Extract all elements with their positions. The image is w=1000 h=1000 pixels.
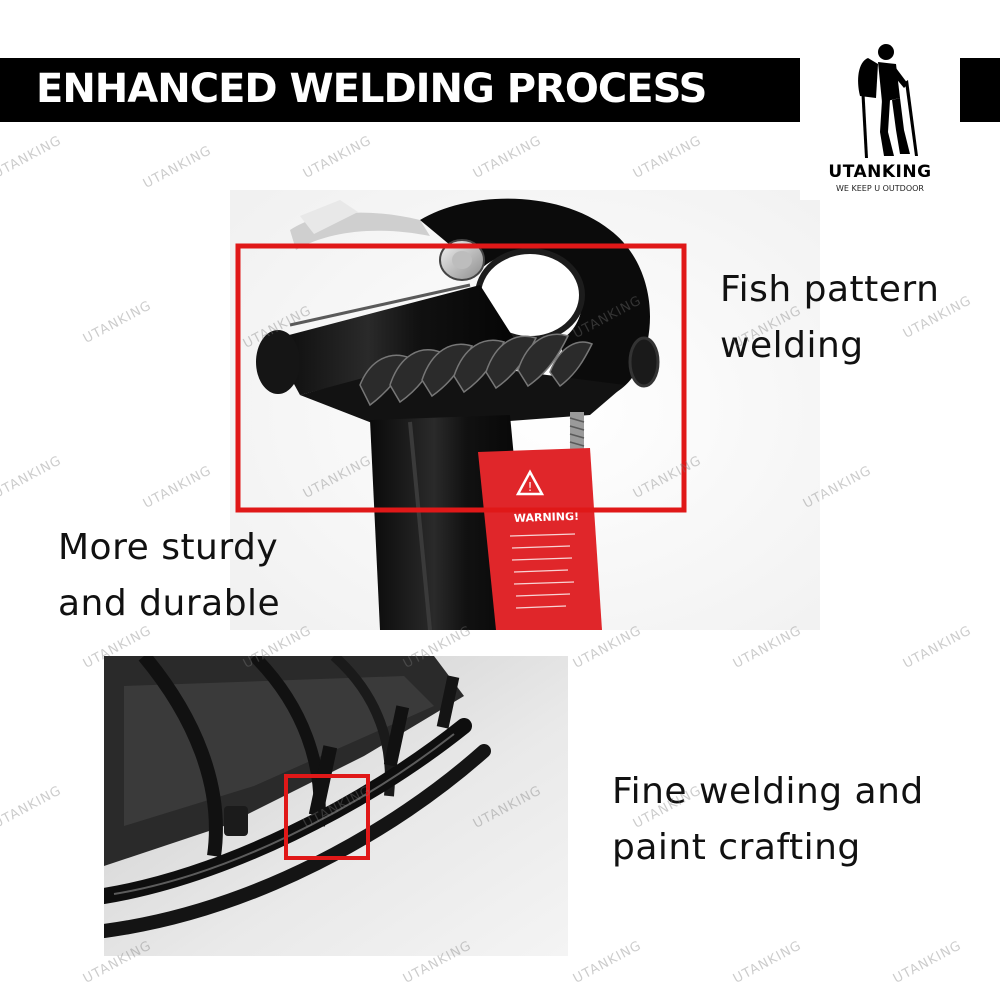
caption-sturdy: More sturdy and durable <box>58 520 280 632</box>
watermark: UTANKING <box>140 463 215 512</box>
hiker-with-backpack-icon <box>858 44 918 158</box>
rack-weld-photo <box>104 656 568 956</box>
fish-weld-highlight <box>235 243 687 513</box>
watermark: UTANKING <box>730 938 805 987</box>
caption-line: and durable <box>58 583 281 624</box>
warning-label-text: WARNING! <box>514 510 580 525</box>
caption-line: Fine welding and <box>612 771 924 812</box>
watermark: UTANKING <box>0 453 65 502</box>
watermark: UTANKING <box>630 133 705 182</box>
brand-logo: UTANKING WE KEEP U OUTDOOR <box>800 38 960 200</box>
watermark: UTANKING <box>730 623 805 672</box>
watermark: UTANKING <box>890 938 965 987</box>
caption-line: More sturdy <box>58 527 279 568</box>
watermark: UTANKING <box>900 623 975 672</box>
caption-line: Fish pattern <box>720 269 940 310</box>
caption-fine-welding: Fine welding and paint crafting <box>612 764 924 876</box>
watermark: UTANKING <box>300 133 375 182</box>
page-title: ENHANCED WELDING PROCESS <box>36 66 707 112</box>
seatpost-clamp-photo: ! WARNING! <box>230 190 820 630</box>
watermark: UTANKING <box>470 133 545 182</box>
watermark: UTANKING <box>570 623 645 672</box>
fine-weld-highlight <box>284 774 370 860</box>
caption-fish-pattern: Fish pattern welding <box>720 262 939 374</box>
watermark: UTANKING <box>0 783 65 832</box>
brand-tagline: WE KEEP U OUTDOOR <box>836 184 924 193</box>
watermark: UTANKING <box>140 143 215 192</box>
svg-text:!: ! <box>528 480 533 494</box>
caption-line: welding <box>720 325 864 366</box>
brand-name: UTANKING <box>828 162 932 182</box>
watermark: UTANKING <box>570 938 645 987</box>
caption-line: paint crafting <box>612 827 861 868</box>
watermark: UTANKING <box>0 133 65 182</box>
watermark: UTANKING <box>80 298 155 347</box>
